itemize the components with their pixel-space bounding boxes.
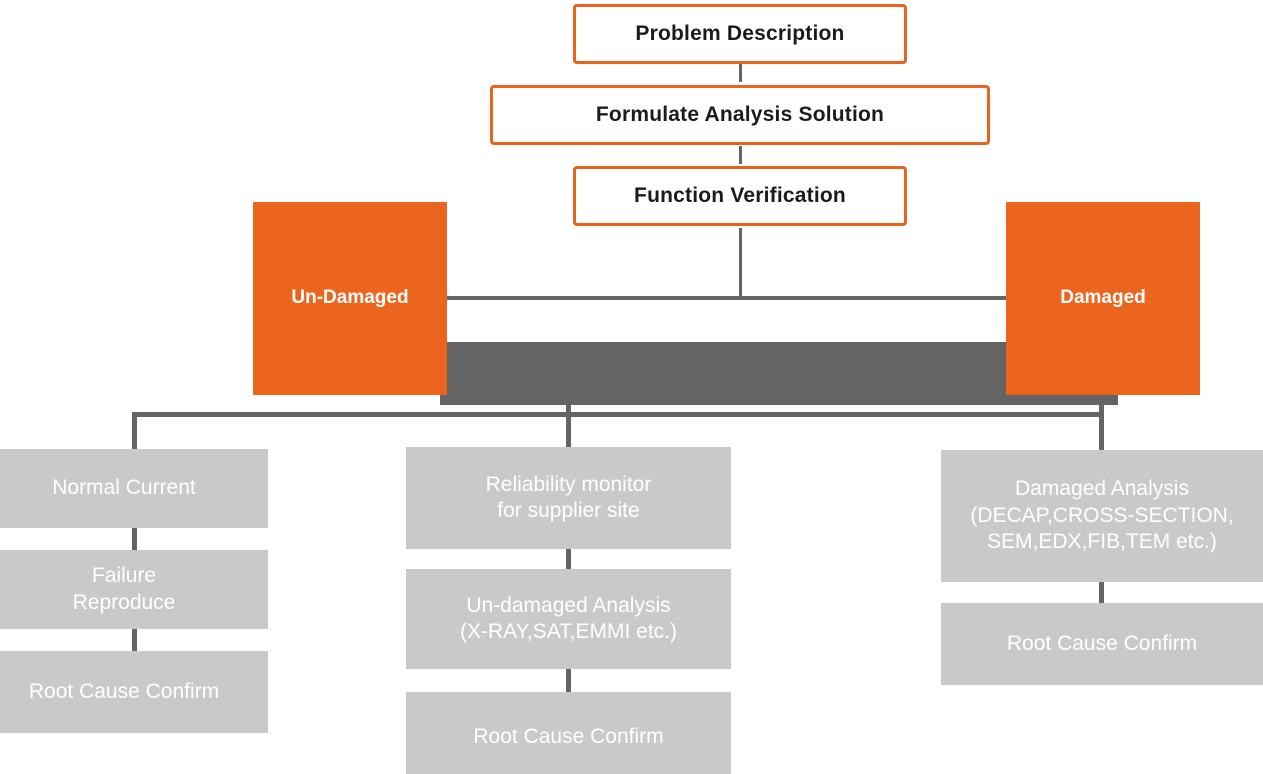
block-damaged-label: Damaged <box>1060 287 1146 309</box>
connector-problem-to-formulate <box>739 64 742 82</box>
block-damaged[interactable]: Damaged <box>1006 202 1200 395</box>
box-un-damaged-analysis-label: Un-damaged Analysis (X-RAY,SAT,EMMI etc.… <box>459 593 678 643</box>
connector-drop-right <box>1099 405 1104 450</box>
box-root-cause-confirm-right[interactable]: Root Cause Confirm <box>941 603 1263 685</box>
box-un-damaged-analysis[interactable]: Un-damaged Analysis (X-RAY,SAT,EMMI etc.… <box>406 569 731 669</box>
connector-branch-split-line <box>440 296 1018 300</box>
box-reliability-monitor[interactable]: Reliability monitor for supplier site <box>406 447 731 549</box>
box-root-cause-confirm-left[interactable]: Root Cause Confirm <box>0 651 268 733</box>
connector-formulate-to-function <box>739 146 742 164</box>
box-problem-description-label: Problem Description <box>635 22 845 46</box>
connector-drop-left <box>132 412 137 452</box>
connector-damaged-analysis-to-root-cause <box>1099 582 1104 603</box>
block-un-damaged[interactable]: Un-Damaged <box>253 202 447 395</box>
box-failure-reproduce-label: Failure Reproduce <box>72 564 176 614</box>
box-formulate-analysis-solution[interactable]: Formulate Analysis Solution <box>490 85 990 145</box>
box-normal-current-label: Normal Current <box>52 476 196 500</box>
connector-function-to-split <box>739 228 742 300</box>
block-un-damaged-label: Un-Damaged <box>291 287 409 309</box>
box-normal-current[interactable]: Normal Current <box>0 449 268 528</box>
box-root-cause-confirm-left-label: Root Cause Confirm <box>28 679 220 703</box>
connector-distribution-line <box>132 412 1104 417</box>
box-damaged-analysis[interactable]: Damaged Analysis (DECAP,CROSS-SECTION, S… <box>941 450 1263 582</box>
box-function-verification[interactable]: Function Verification <box>573 166 907 226</box>
connector-reliability-monitor-to-un-damaged-analysis <box>566 549 571 569</box>
box-failure-reproduce[interactable]: Failure Reproduce <box>0 550 268 629</box>
box-root-cause-confirm-right-label: Root Cause Confirm <box>1006 631 1198 655</box>
box-root-cause-confirm-middle[interactable]: Root Cause Confirm <box>406 692 731 774</box>
connector-failure-reproduce-to-root-cause <box>132 629 137 651</box>
box-function-verification-label: Function Verification <box>634 184 846 208</box>
box-formulate-analysis-solution-label: Formulate Analysis Solution <box>595 103 885 127</box>
box-reliability-monitor-label: Reliability monitor for supplier site <box>485 472 652 522</box>
connector-normal-current-to-failure-reproduce <box>132 528 137 550</box>
connector-drop-middle <box>566 405 571 450</box>
box-root-cause-confirm-middle-label: Root Cause Confirm <box>473 724 664 748</box>
distribution-bar <box>440 342 1118 405</box>
box-damaged-analysis-label: Damaged Analysis (DECAP,CROSS-SECTION, S… <box>970 477 1234 554</box>
connector-un-damaged-analysis-to-root-cause <box>566 669 571 692</box>
box-problem-description[interactable]: Problem Description <box>573 4 907 64</box>
